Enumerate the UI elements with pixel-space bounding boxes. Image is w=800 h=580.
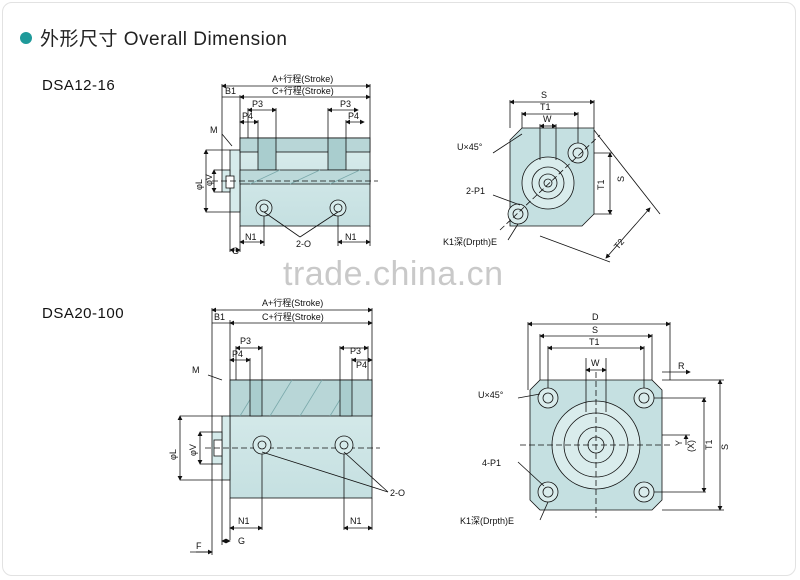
front-t1-side-large-label: T1 — [704, 439, 714, 450]
dim-g-large-label: G — [238, 536, 245, 546]
dim-n1-left-label: N1 — [245, 232, 257, 242]
top-side-view — [203, 83, 378, 253]
front-d-label: D — [592, 312, 599, 322]
dim-n1-right-large-label: N1 — [350, 516, 362, 526]
model-label-top: DSA12-16 — [42, 77, 116, 94]
bottom-front-labels: D S T1 W R U×45° 4-P1 K1深(Drpth)E Y (X) … — [460, 312, 730, 526]
dim-phi-l-label: φL — [194, 179, 204, 190]
dim-m-large-label: M — [192, 365, 200, 375]
dim-c-label: C+行程(Stroke) — [272, 85, 334, 96]
front-u45-large-label: U×45° — [478, 390, 504, 400]
dim-p3-right-large-label: P3 — [350, 346, 361, 356]
front-s-side-label: S — [616, 176, 626, 182]
front-k1-large-label: K1深(Drpth)E — [460, 516, 514, 526]
dim-p3-right-label: P3 — [340, 99, 351, 109]
dim-p4-right-large-label: P4 — [356, 360, 367, 370]
dim-m-label: M — [210, 125, 218, 135]
dim-p4-right-label: P4 — [348, 111, 359, 121]
front-r-label: R — [678, 361, 685, 371]
front-t1-large-label: T1 — [589, 337, 600, 347]
front-k1-label: K1深(Drpth)E — [443, 237, 497, 247]
front-s-large-label: S — [592, 325, 598, 335]
dim-f-label: F — [196, 541, 202, 551]
port-label: 2-O — [296, 239, 311, 249]
port-large-label: 2-O — [390, 488, 405, 498]
dim-a-large-label: A+行程(Stroke) — [262, 297, 323, 308]
top-front-view — [492, 99, 661, 263]
section-header: 外形尺寸 Overall Dimension — [20, 24, 288, 51]
front-s-label: S — [541, 90, 547, 100]
watermark-text: trade.china.cn — [283, 255, 504, 293]
dim-c-large-label: C+行程(Stroke) — [262, 311, 324, 322]
front-p1-large-label: 4-P1 — [482, 458, 501, 468]
dim-phi-l-large-label: φL — [168, 449, 178, 460]
dim-p3-left-large-label: P3 — [240, 336, 251, 346]
front-t1-side-label: T1 — [596, 179, 606, 190]
dim-n1-left-large-label: N1 — [238, 516, 250, 526]
bottom-side-view — [177, 307, 389, 555]
dim-phi-v-large-label: φV — [188, 444, 198, 456]
dim-p4-left-label: P4 — [242, 111, 253, 121]
dim-n1-right-label: N1 — [345, 232, 357, 242]
front-t1-label: T1 — [540, 102, 551, 112]
section-title: 外形尺寸 Overall Dimension — [40, 29, 288, 50]
front-w-label: W — [543, 114, 552, 124]
bottom-front-view — [517, 321, 724, 521]
dim-a-label: A+行程(Stroke) — [272, 73, 333, 84]
front-x-label: (X) — [686, 440, 696, 452]
dim-p3-left-label: P3 — [252, 99, 263, 109]
model-label-bottom: DSA20-100 — [42, 305, 125, 322]
dim-p4-left-large-label: P4 — [232, 349, 243, 359]
dim-phi-v-label: φV — [204, 174, 214, 186]
front-u45-label: U×45° — [457, 142, 483, 152]
dim-g-label: G — [232, 246, 239, 256]
bullet-dot-icon — [20, 31, 32, 44]
front-y-label: Y — [674, 440, 684, 446]
front-w-large-label: W — [591, 358, 600, 368]
dim-b1-label: B1 — [225, 86, 236, 96]
dim-b1-large-label: B1 — [214, 312, 225, 322]
front-s-side-large-label: S — [720, 444, 730, 450]
front-p1-label: 2-P1 — [466, 186, 485, 196]
bottom-side-labels: A+行程(Stroke) C+行程(Stroke) B1 P3 P3 P4 P4… — [168, 297, 405, 551]
top-side-labels: A+行程(Stroke) C+行程(Stroke) B1 P3 P3 P4 P4… — [194, 73, 359, 256]
